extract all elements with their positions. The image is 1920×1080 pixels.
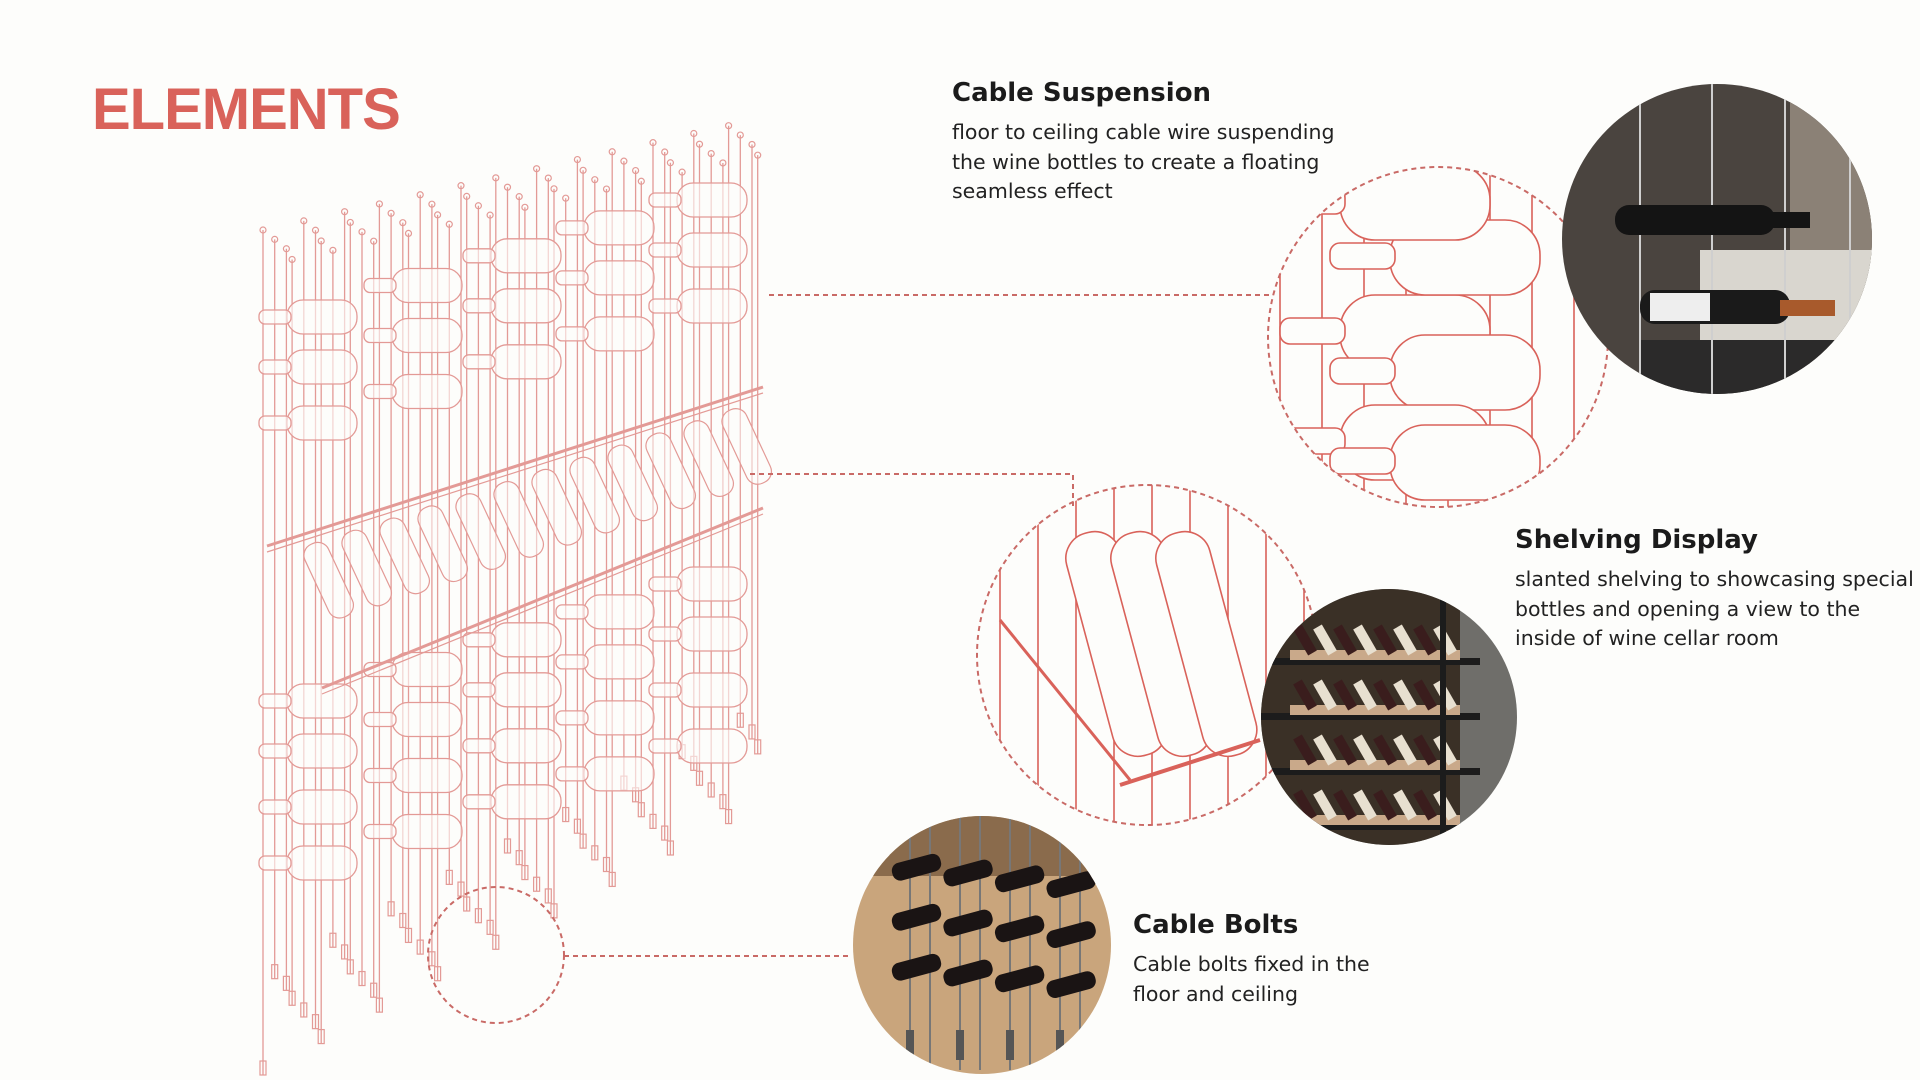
line: inside of wine cellar room (1515, 626, 1779, 650)
shelving-display-detail (976, 484, 1318, 826)
line: Cable bolts fixed in the (1133, 952, 1370, 976)
description: Cable bolts fixed in the floor and ceili… (1133, 950, 1370, 1009)
cable-suspension-photo (1562, 84, 1872, 394)
line: seamless effect (952, 179, 1113, 203)
leader-lines (427, 294, 1271, 1024)
leader-shelving-display (750, 473, 1074, 506)
page-title: ELEMENTS (92, 77, 401, 142)
line: floor to ceiling cable wire suspending (952, 120, 1335, 144)
heading: Shelving Display (1515, 525, 1759, 555)
line: floor and ceiling (1133, 981, 1299, 1006)
cable-bolts-text: Cable Bolts Cable bolts fixed in the flo… (1133, 910, 1370, 1009)
cable-suspension-detail (1267, 166, 1609, 508)
description: slanted shelving to showcasing special b… (1515, 565, 1914, 654)
shelving-display-photo (1261, 589, 1517, 845)
heading: Cable Bolts (1133, 910, 1299, 940)
shelving-display-text: Shelving Display slanted shelving to sho… (1515, 525, 1914, 654)
line: the wine bottles to create a floating (952, 149, 1320, 174)
line: bottles and opening a view to the (1515, 596, 1861, 621)
line: slanted shelving to showcasing special (1515, 567, 1914, 591)
description: floor to ceiling cable wire suspending t… (952, 118, 1334, 207)
bolt-highlight-circle (427, 886, 565, 1024)
cable-bolts-photo (853, 816, 1111, 1074)
heading: Cable Suspension (952, 78, 1212, 108)
wine-rack-wireframe (258, 122, 773, 1076)
cable-suspension-text: Cable Suspension floor to ceiling cable … (952, 78, 1334, 207)
